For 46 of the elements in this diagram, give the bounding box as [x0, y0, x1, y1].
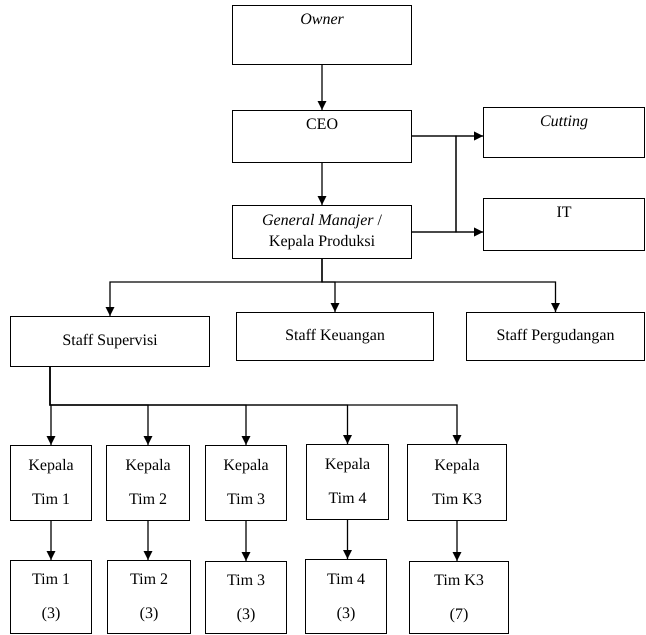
role-label: Owner [300, 10, 344, 30]
org-box [466, 312, 645, 361]
org-box [107, 560, 191, 634]
org-box [232, 110, 412, 163]
role-label: Staff Pergudangan [496, 326, 615, 346]
role-label: Tim 4 (3) [326, 570, 366, 624]
arrow [321, 259, 560, 312]
role-label: General Manajer / Kepala Produksi [261, 211, 383, 252]
org-box [409, 561, 509, 634]
role-label: Tim K3 (7) [433, 570, 485, 624]
role-label: Kepala Tim 3 [222, 456, 270, 510]
role-label: Tim 2 (3) [128, 570, 170, 624]
org-box [10, 560, 92, 634]
org-box [205, 561, 287, 634]
role-label: Staff Keuangan [285, 326, 385, 346]
role-label: Cutting [540, 112, 588, 132]
role-label: IT [556, 203, 572, 223]
org-box [236, 312, 434, 361]
role-label: Staff Supervisi [62, 331, 158, 352]
role-label: Kepala Tim 4 [324, 455, 372, 509]
org-box [305, 559, 387, 634]
arrow [452, 521, 462, 561]
arrow [49, 367, 462, 444]
org-box [306, 444, 389, 520]
org-box [10, 445, 92, 521]
role-label: Kepala Tim K3 [431, 456, 483, 510]
org-box [232, 5, 412, 65]
org-box [407, 444, 507, 521]
role-label: Kepala Tim 2 [124, 456, 172, 510]
arrow [242, 521, 250, 561]
arrow [46, 521, 56, 560]
arrow [144, 521, 152, 560]
org-box [483, 198, 645, 251]
role-label: Tim 3 (3) [226, 570, 266, 624]
role-label: Tim 1 (3) [30, 570, 72, 624]
org-box [106, 445, 190, 521]
org-box [205, 445, 287, 521]
org-box [10, 316, 210, 367]
role-label: CEO [306, 115, 338, 135]
role-label: Kepala Tim 1 [27, 456, 75, 510]
org-box [232, 205, 412, 259]
arrow [318, 163, 326, 205]
arrow [343, 520, 352, 559]
arrow [318, 65, 326, 110]
org-box [483, 107, 645, 158]
arrow [412, 228, 483, 236]
